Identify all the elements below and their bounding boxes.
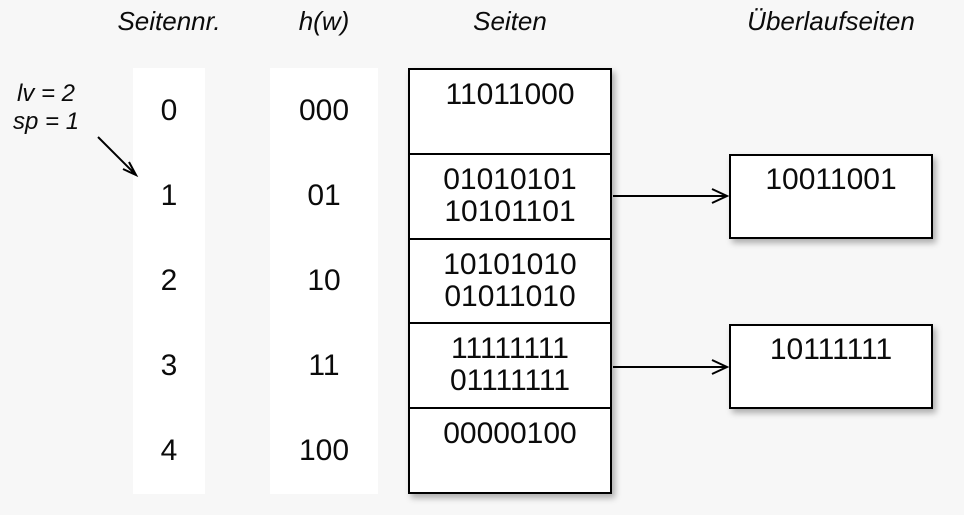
column-header-seitennr: Seitennr.	[117, 6, 221, 36]
page-record: 00000100	[443, 417, 577, 451]
page-cell-1: 01010101 10101101	[410, 152, 610, 238]
hash-value-4: 100	[298, 434, 350, 468]
overflow-box-1: 10111111	[729, 324, 933, 409]
page-number-0: 0	[160, 93, 178, 127]
page-record: 01011010	[444, 279, 576, 313]
page-number-column: 0 1 2 3 4	[133, 68, 205, 494]
page-record: 11011000	[445, 78, 575, 111]
page-record: 11111111	[451, 332, 569, 366]
hash-value-1: 01	[307, 178, 341, 212]
column-header-ueberlaufseiten: Überlaufseiten	[747, 6, 915, 36]
overflow-record: 10011001	[765, 163, 897, 196]
page-record: 10101101	[444, 194, 576, 228]
arrow-page3-to-overflow	[613, 359, 730, 375]
arrow-page1-to-overflow	[613, 188, 730, 204]
page-record: 01010101	[443, 162, 577, 196]
page-cell-2: 10101010 01011010	[410, 237, 610, 323]
annotation-lv: lv = 2	[17, 80, 76, 107]
annotation-sp: sp = 1	[13, 108, 80, 135]
split-pointer-arrow	[97, 136, 139, 178]
page-cell-0: 11011000	[410, 70, 610, 153]
overflow-record: 10111111	[769, 333, 893, 366]
page-cell-3: 11111111 01111111	[410, 322, 610, 407]
column-header-seiten: Seiten	[473, 6, 547, 36]
hash-value-3: 11	[308, 349, 340, 383]
page-number-2: 2	[160, 264, 178, 297]
pages-box: 11011000 01010101 10101101 10101010 0101…	[408, 68, 612, 494]
page-record: 01111111	[449, 364, 571, 398]
hash-value-2: 10	[307, 264, 341, 297]
column-header-hw: h(w)	[298, 6, 350, 36]
page-number-1: 1	[160, 178, 178, 212]
page-cell-4: 00000100	[410, 407, 610, 492]
hash-value-column: 000 01 10 11 100	[270, 68, 378, 494]
page-record: 10101010	[443, 247, 577, 281]
page-number-4: 4	[160, 434, 178, 468]
overflow-box-0: 10011001	[729, 154, 933, 239]
hash-value-0: 000	[298, 93, 350, 127]
page-number-3: 3	[160, 349, 178, 383]
